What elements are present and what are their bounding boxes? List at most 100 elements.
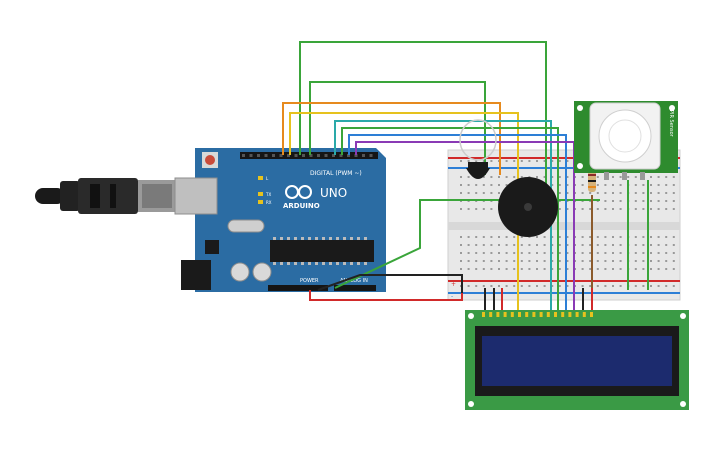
rail-hole [596,285,599,287]
breadboard-hole [612,192,614,194]
chip-pin [315,237,318,240]
chip-pin [287,237,290,240]
breadboard-hole [612,252,614,254]
breadboard-hole [612,244,614,246]
rail-hole [604,285,607,287]
chip-pin [280,237,283,240]
breadboard-hole [612,176,614,178]
breadboard-hole [551,260,554,262]
rail-hole [482,285,485,287]
breadboard-hole [642,252,645,254]
rail-hole [513,285,516,287]
breadboard-hole [581,208,584,210]
breadboard-hole [498,176,500,178]
rail-hole [551,285,554,287]
rail-hole [589,285,592,287]
breadboard-hole [589,268,592,270]
pir-side-label: PIR Sensor [668,110,674,138]
breadboard-hole [482,192,485,194]
breadboard-hole [551,184,554,186]
breadboard-hole [619,236,622,238]
chip-pin [315,262,318,265]
rail-hole [475,160,478,162]
digital-pin [332,154,335,157]
arduino-board[interactable]: DIGITAL (PWM ~) ARDUINO UNO POWER ANALOG… [174,148,386,292]
wire-blue[interactable] [348,134,567,310]
digital-header[interactable] [240,152,378,159]
transistor[interactable] [459,119,497,179]
rail-hole [558,160,561,162]
rail-hole [536,160,538,162]
rail-hole [543,285,546,287]
analog-header[interactable] [334,285,376,291]
breadboard-hole [589,208,592,210]
breadboard-hole [513,260,516,262]
breadboard-hole [558,268,561,270]
breadboard-hole [498,260,500,262]
breadboard-hole [657,236,660,238]
resistor[interactable] [588,170,596,192]
breadboard-hole [634,236,637,238]
wire-black[interactable] [317,274,463,293]
breadboard-hole [665,268,668,270]
buzzer[interactable] [498,177,558,237]
breadboard-hole [490,192,493,194]
breadboard-hole [543,268,546,270]
breadboard-hole [657,268,660,270]
wire-teal-2[interactable] [341,127,559,310]
power-header[interactable] [268,285,328,291]
breadboard-hole [467,252,470,254]
breadboard-hole [604,268,607,270]
breadboard-hole [543,176,546,178]
breadboard-hole [475,260,478,262]
breadboard-hole [619,208,622,210]
breadboard-hole [589,192,592,194]
usb-cable[interactable] [35,178,176,214]
breadboard-hole [513,244,516,246]
breadboard-hole [665,260,668,262]
breadboard-hole [475,268,478,270]
rail-hole [467,285,470,287]
wire-purple[interactable] [355,141,575,310]
breadboard-hole [596,260,599,262]
breadboard-hole [536,244,538,246]
digital-pin [347,154,350,157]
chip-pin [322,237,325,240]
breadboard-hole [589,252,592,254]
lcd-pin [539,312,543,317]
breadboard-hole [566,252,569,254]
breadboard-hole [581,252,584,254]
breadboard-hole [482,244,485,246]
lcd-display[interactable] [465,310,689,410]
lcd-pin [561,312,565,317]
wire-green-buzzer[interactable] [334,199,510,289]
breadboard-hole [604,252,607,254]
breadboard-hole [566,184,569,186]
wire-orange[interactable] [282,102,501,175]
breadboard-hole [642,192,645,194]
rail-hole [581,285,584,287]
breadboard-hole [490,236,493,238]
wire-green-top[interactable] [299,41,600,201]
breadboard-hole [672,260,675,262]
rail-hole [498,285,500,287]
chip-pin [301,237,304,240]
breadboard-hole [460,244,462,246]
rail-hole [543,160,546,162]
led-l-label: L [266,176,269,181]
breadboard-hole [558,244,561,246]
rail-hole [460,160,462,162]
digital-pin [272,154,275,157]
chip-pin [280,262,283,265]
digital-pin [264,154,268,157]
lcd-pin [590,312,593,317]
pir-sensor[interactable]: PIR Sensor [574,101,678,180]
breadboard-hole [619,268,622,270]
breadboard-hole [482,252,485,254]
breadboard-hole [672,176,675,178]
breadboard-hole [581,176,584,178]
digital-pin [309,154,313,157]
lcd-pin [546,312,550,317]
breadboard-hole [490,208,493,210]
breadboard-hole [650,260,652,262]
